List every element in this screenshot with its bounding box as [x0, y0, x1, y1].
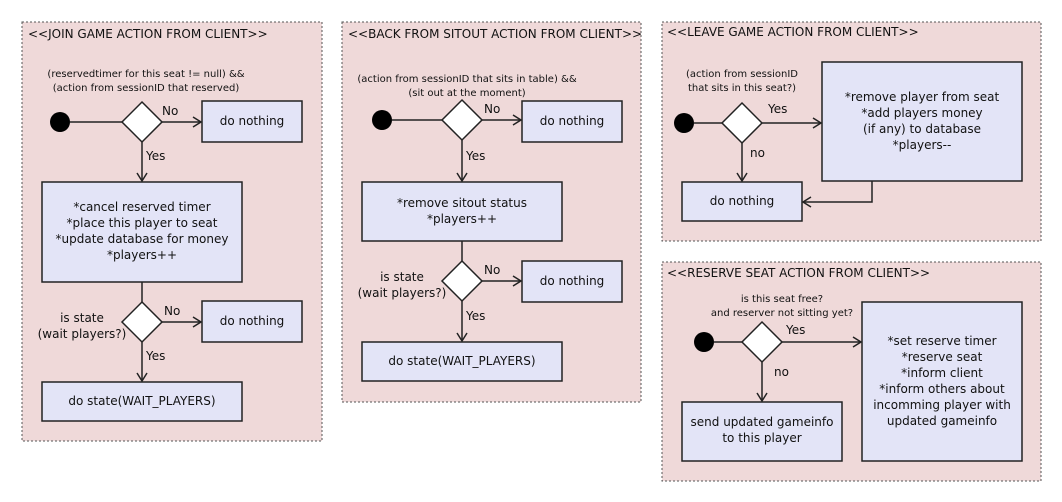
join-no1-label: No: [162, 104, 178, 118]
back-no1-label: No: [484, 102, 500, 116]
reserve-seat-frame: <<RESERVE SEAT ACTION FROM CLIENT>> is t…: [661, 261, 1042, 482]
join-do-nothing-1-text: do nothing: [220, 114, 285, 128]
join-yes2-label: Yes: [145, 349, 165, 363]
leave-do-nothing: [681, 181, 803, 222]
back-state-question-line-2: (wait players?): [358, 286, 447, 300]
leave-action-box: [821, 61, 1023, 182]
leave-start-node: [674, 113, 694, 133]
leave-action-line-2: *add players money: [861, 106, 982, 120]
join-state-box: [41, 381, 243, 422]
back-sitout-title: <<BACK FROM SITOUT ACTION FROM CLIENT>>: [348, 27, 642, 41]
leave-game-title: <<LEAVE GAME ACTION FROM CLIENT>>: [667, 25, 919, 39]
leave-condition-line-1: (action from sessionID: [686, 69, 798, 80]
back-state-text: do state(WAIT_PLAYERS): [388, 354, 535, 368]
reserve-action-line-3: *inform client: [901, 366, 983, 380]
back-state-box: [361, 341, 563, 382]
join-arrowhead-no1: [192, 116, 203, 128]
join-do-nothing-2-text: do nothing: [220, 314, 285, 328]
join-action-box: [41, 181, 243, 283]
reserve-arrowhead-yes: [852, 336, 863, 348]
back-action-line-2: *players++: [427, 212, 497, 226]
back-no2-label: No: [484, 263, 500, 277]
leave-arrowhead-no: [736, 172, 748, 183]
back-action-line-1: *remove sitout status: [397, 196, 527, 210]
join-action-line-2: *place this player to seat: [67, 216, 218, 230]
leave-arrowhead-action-to-nothing: [801, 196, 812, 208]
leave-do-nothing-text: do nothing: [710, 194, 775, 208]
reserve-seat-title: <<RESERVE SEAT ACTION FROM CLIENT>>: [667, 266, 930, 280]
join-start-node: [50, 112, 70, 132]
join-do-nothing-1: [201, 100, 303, 143]
reserve-condition-line-2: and reserver not sitting yet?: [711, 308, 853, 319]
reserve-arrowhead-no: [756, 392, 768, 403]
leave-arrowhead-yes: [812, 117, 823, 129]
reserve-send-line-1: send updated gameinfo: [691, 415, 834, 429]
reserve-condition-line-1: is this seat free?: [741, 294, 823, 305]
reserve-no-label: no: [774, 365, 789, 379]
back-do-nothing-1: [521, 100, 623, 143]
leave-condition-line-2: that sits in this seat?): [688, 83, 796, 94]
back-action-box: [361, 181, 563, 242]
join-action-line-1: *cancel reserved timer: [73, 200, 210, 214]
back-arrowhead-yes1: [456, 172, 468, 183]
back-start-node: [372, 110, 392, 130]
join-yes1-label: Yes: [145, 149, 165, 163]
join-arrowhead-yes2: [136, 372, 148, 383]
back-do-nothing-1-text: do nothing: [540, 114, 605, 128]
join-condition-line-2: (action from sessionID that reserved): [53, 83, 240, 94]
leave-no-label: no: [750, 146, 765, 160]
join-action-line-3: *update database for money: [56, 232, 229, 246]
leave-action-line-1: *remove player from seat: [845, 90, 1000, 104]
join-game-frame: <<JOIN GAME ACTION FROM CLIENT>> (reserv…: [21, 21, 323, 442]
back-condition-line-1: (action from sessionID that sits in tabl…: [357, 74, 576, 85]
reserve-start-node: [694, 332, 714, 352]
reserve-action-line-6: updated gameinfo: [887, 414, 997, 428]
join-no2-label: No: [164, 304, 180, 318]
reserve-action-box: [861, 301, 1023, 462]
back-yes2-label: Yes: [465, 309, 485, 323]
reserve-send-box: [681, 401, 843, 462]
reserve-action-line-5: incomming player with: [873, 398, 1011, 412]
reserve-yes-label: Yes: [785, 323, 805, 337]
leave-action-line-3: (if any) to database: [863, 122, 981, 136]
back-yes1-label: Yes: [465, 149, 485, 163]
join-game-title: <<JOIN GAME ACTION FROM CLIENT>>: [28, 27, 268, 41]
join-do-nothing-2: [201, 300, 303, 343]
leave-action-line-4: *players--: [893, 138, 952, 152]
back-arrowhead-no1: [512, 114, 523, 126]
leave-yes-label: Yes: [767, 102, 787, 116]
back-arrowhead-yes2: [456, 332, 468, 343]
reserve-action-line-4: *inform others about: [879, 382, 1005, 396]
back-sitout-frame: <<BACK FROM SITOUT ACTION FROM CLIENT>> …: [341, 21, 642, 403]
reserve-action-line-1: *set reserve timer: [887, 334, 996, 348]
join-arrowhead-no2: [192, 316, 203, 328]
back-arrowhead-no2: [512, 275, 523, 287]
leave-game-frame: <<LEAVE GAME ACTION FROM CLIENT>> (actio…: [661, 21, 1042, 242]
back-do-nothing-2: [521, 260, 623, 303]
join-action-line-4: *players++: [107, 248, 177, 262]
reserve-send-line-2: to this player: [722, 431, 801, 445]
back-state-question-line-1: is state: [380, 270, 424, 284]
join-state-question-line-2: (wait players?): [38, 327, 127, 341]
reserve-action-line-2: *reserve seat: [902, 350, 983, 364]
back-do-nothing-2-text: do nothing: [540, 274, 605, 288]
join-arrowhead-yes1: [136, 172, 148, 183]
join-state-question-line-1: is state: [60, 311, 104, 325]
join-state-text: do state(WAIT_PLAYERS): [68, 394, 215, 408]
back-condition-line-2: (sit out at the moment): [408, 88, 525, 99]
join-condition-line-1: (reservedtimer for this seat != null) &&: [47, 69, 244, 80]
leave-edge-action-to-nothing: [804, 181, 873, 203]
